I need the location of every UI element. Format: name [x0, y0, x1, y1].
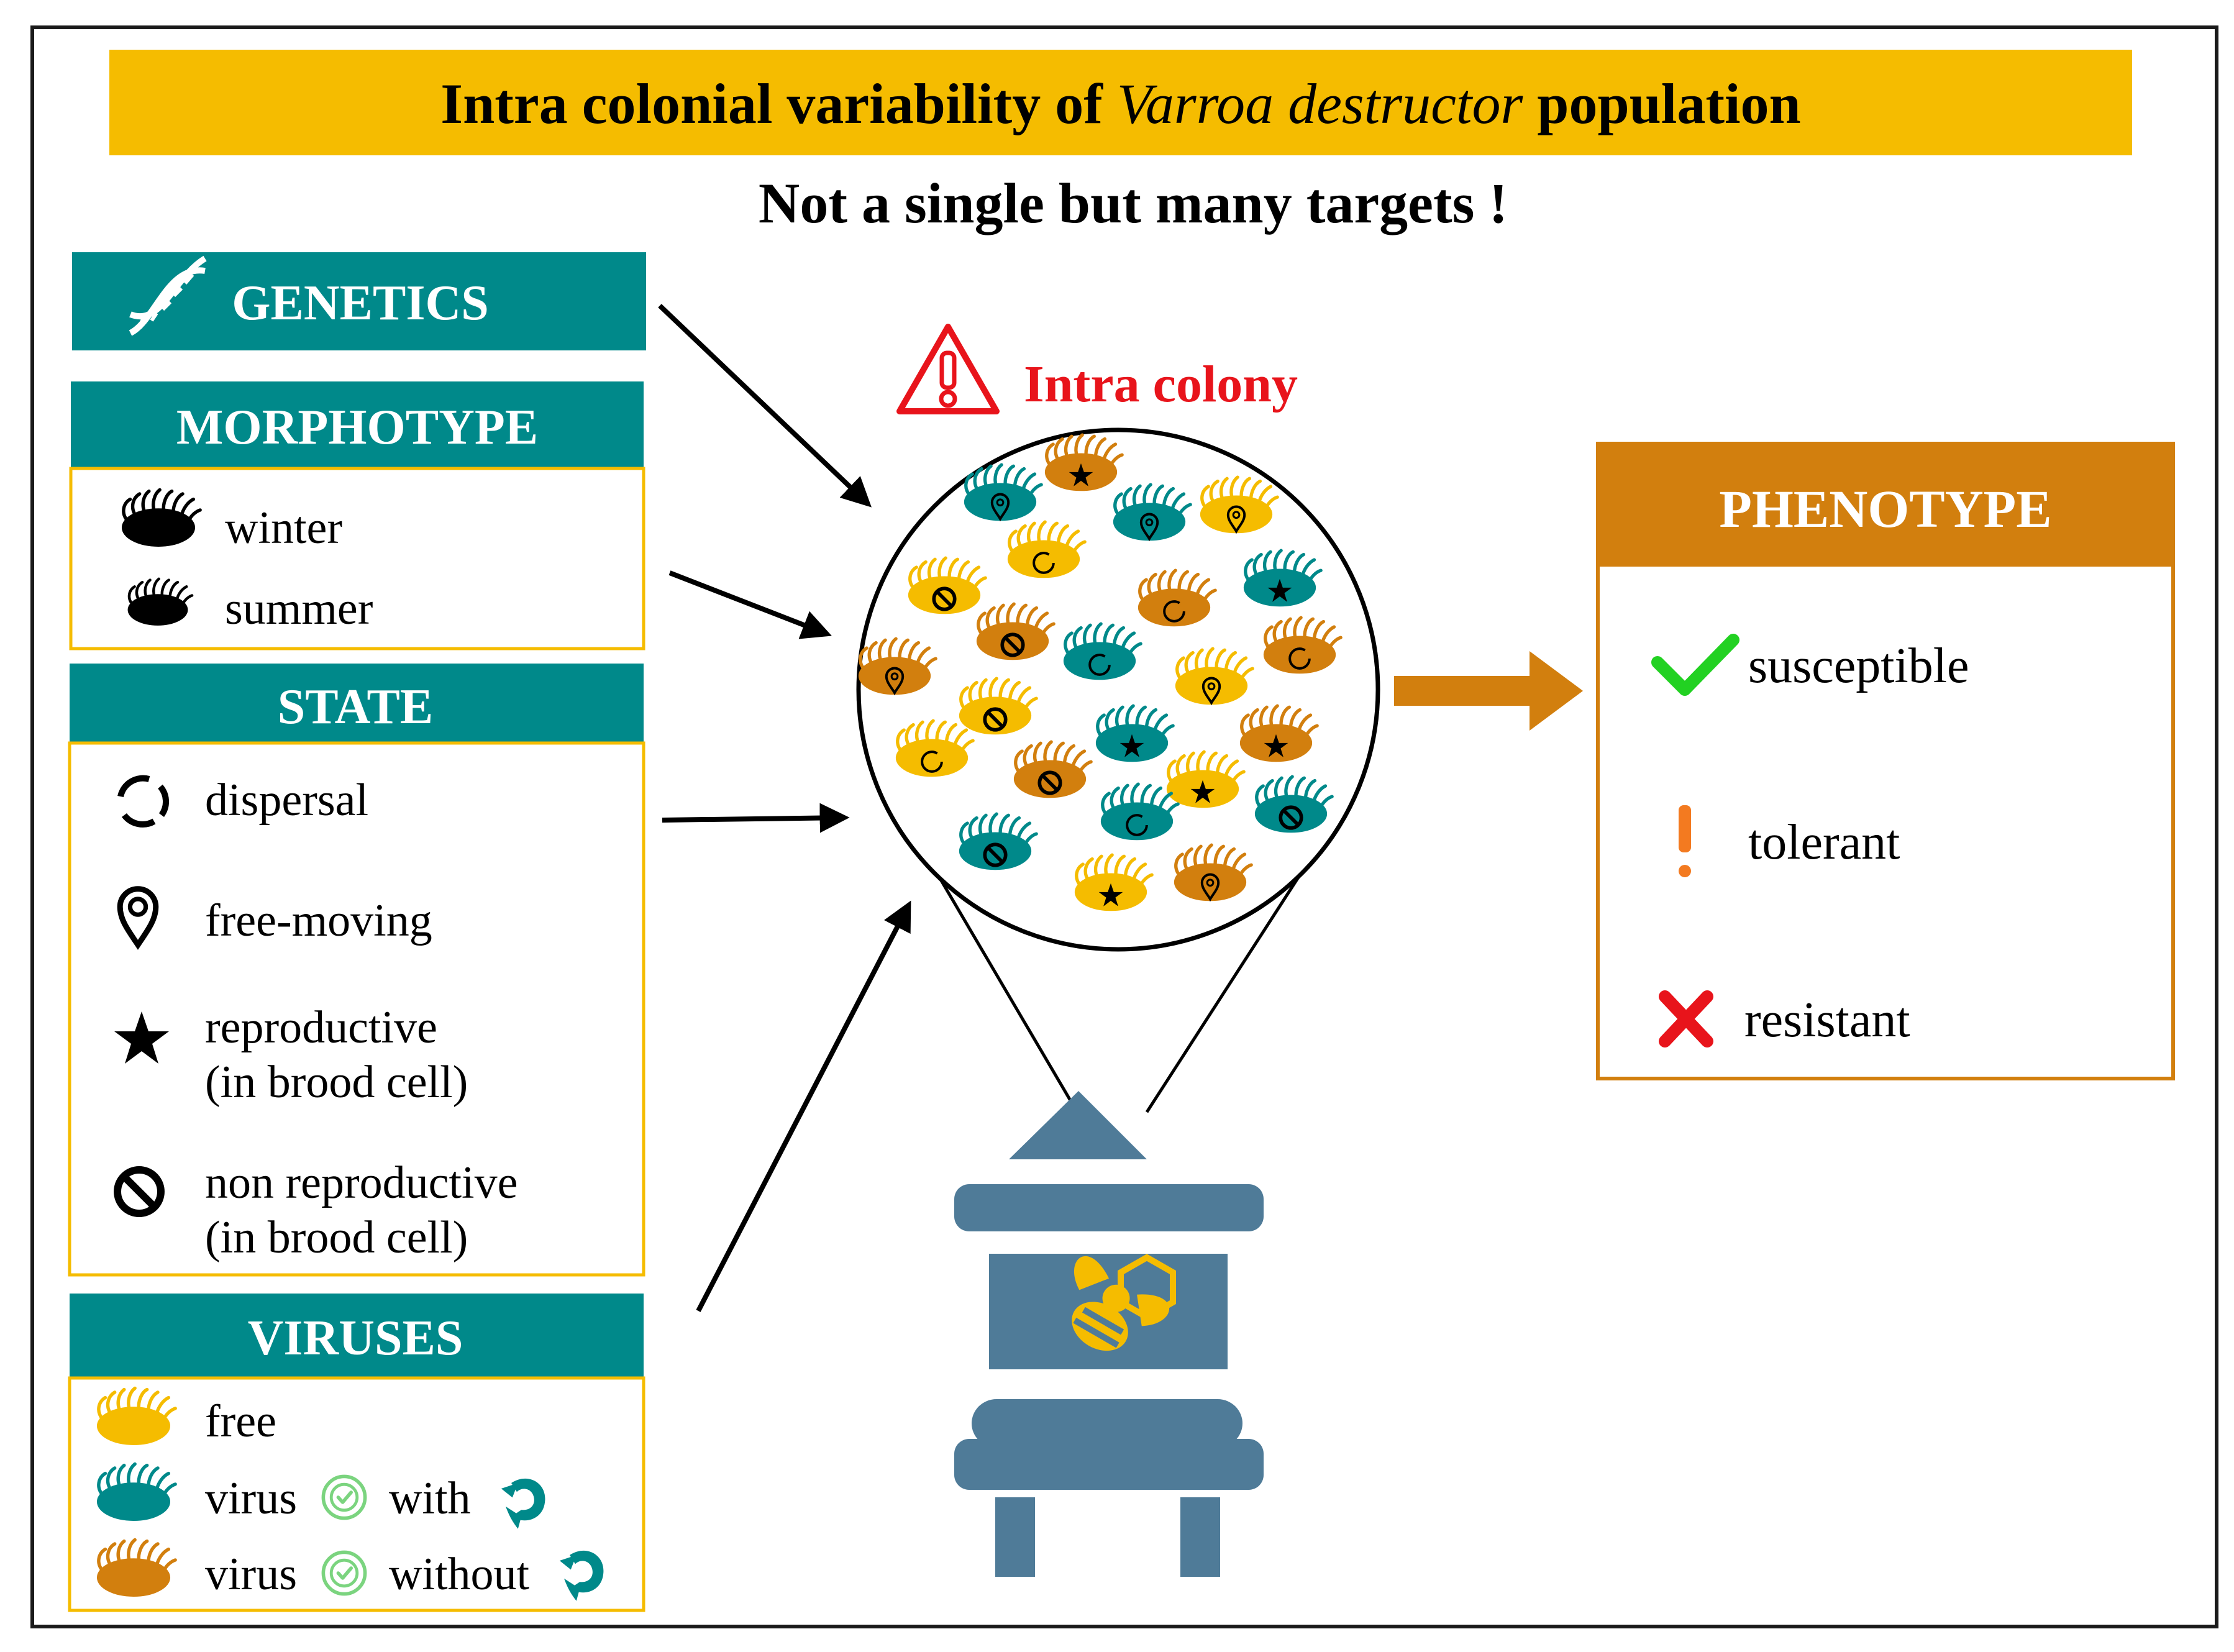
subtitle: Not a single but many targets !	[759, 171, 1508, 235]
bee-icon	[1072, 1256, 1170, 1351]
phenotype-resistant-label: resistant	[1744, 993, 1910, 1047]
phenotype-panel: PHENOTYPE susceptible tolerant resistant	[1596, 442, 2175, 1080]
virus-without-label: virus	[205, 1549, 297, 1600]
phenotype-tolerant-label: tolerant	[1748, 815, 1900, 870]
cross-icon	[1659, 990, 1713, 1047]
beehive-icon	[954, 1091, 1264, 1577]
honeycomb-icon	[1118, 1254, 1176, 1321]
virus-free-label: free	[205, 1396, 276, 1447]
state-non-reproductive-label: non reproductive	[205, 1157, 517, 1208]
virus-without-word: without	[389, 1549, 530, 1600]
colony-circle	[856, 427, 1380, 952]
phenotype-susceptible-label: susceptible	[1748, 639, 1969, 693]
virus-with-label: virus	[205, 1473, 297, 1524]
check-icon	[1651, 634, 1739, 696]
intra-colony-label: Intra colony	[1024, 355, 1298, 413]
genetics-panel: GENETICS	[72, 252, 646, 350]
zoom-line-right	[1145, 876, 1300, 1113]
warning-icon	[896, 324, 1000, 414]
morphotype-header: MORPHOTYPE	[176, 400, 538, 455]
arrow-genetics	[658, 304, 872, 508]
page-title: Intra colonial variability of Varroa des…	[440, 72, 1800, 135]
arrow-morphotype	[668, 570, 832, 639]
viruses-panel: VIRUSES free virus with virus without	[68, 1294, 645, 1612]
arrow-state	[662, 803, 850, 833]
genetics-header: GENETICS	[232, 276, 488, 331]
input-arrows	[658, 304, 911, 1312]
phenotype-header: PHENOTYPE	[1719, 479, 2051, 539]
phenotype-arrow	[1394, 651, 1583, 731]
arrow-viruses	[696, 900, 911, 1312]
state-panel: STATE dispersal free-moving reproductive…	[68, 664, 645, 1277]
morphotype-summer-label: summer	[225, 583, 373, 634]
state-reproductive-sub: (in brood cell)	[205, 1057, 468, 1108]
morphotype-panel: MORPHOTYPE winter summer	[69, 381, 645, 650]
dna-icon	[129, 255, 207, 336]
state-header: STATE	[278, 680, 433, 734]
exclamation-icon	[1679, 805, 1691, 877]
state-non-reproductive-sub: (in brood cell)	[205, 1212, 468, 1263]
state-free-moving-label: free-moving	[205, 895, 432, 946]
morphotype-winter-label: winter	[225, 503, 342, 554]
state-reproductive-label: reproductive	[205, 1002, 437, 1053]
viruses-header: VIRUSES	[248, 1311, 463, 1366]
zoom-line-left	[937, 876, 1079, 1113]
virus-with-word: with	[389, 1473, 471, 1524]
state-dispersal-label: dispersal	[205, 775, 368, 826]
title-banner	[109, 50, 2132, 155]
